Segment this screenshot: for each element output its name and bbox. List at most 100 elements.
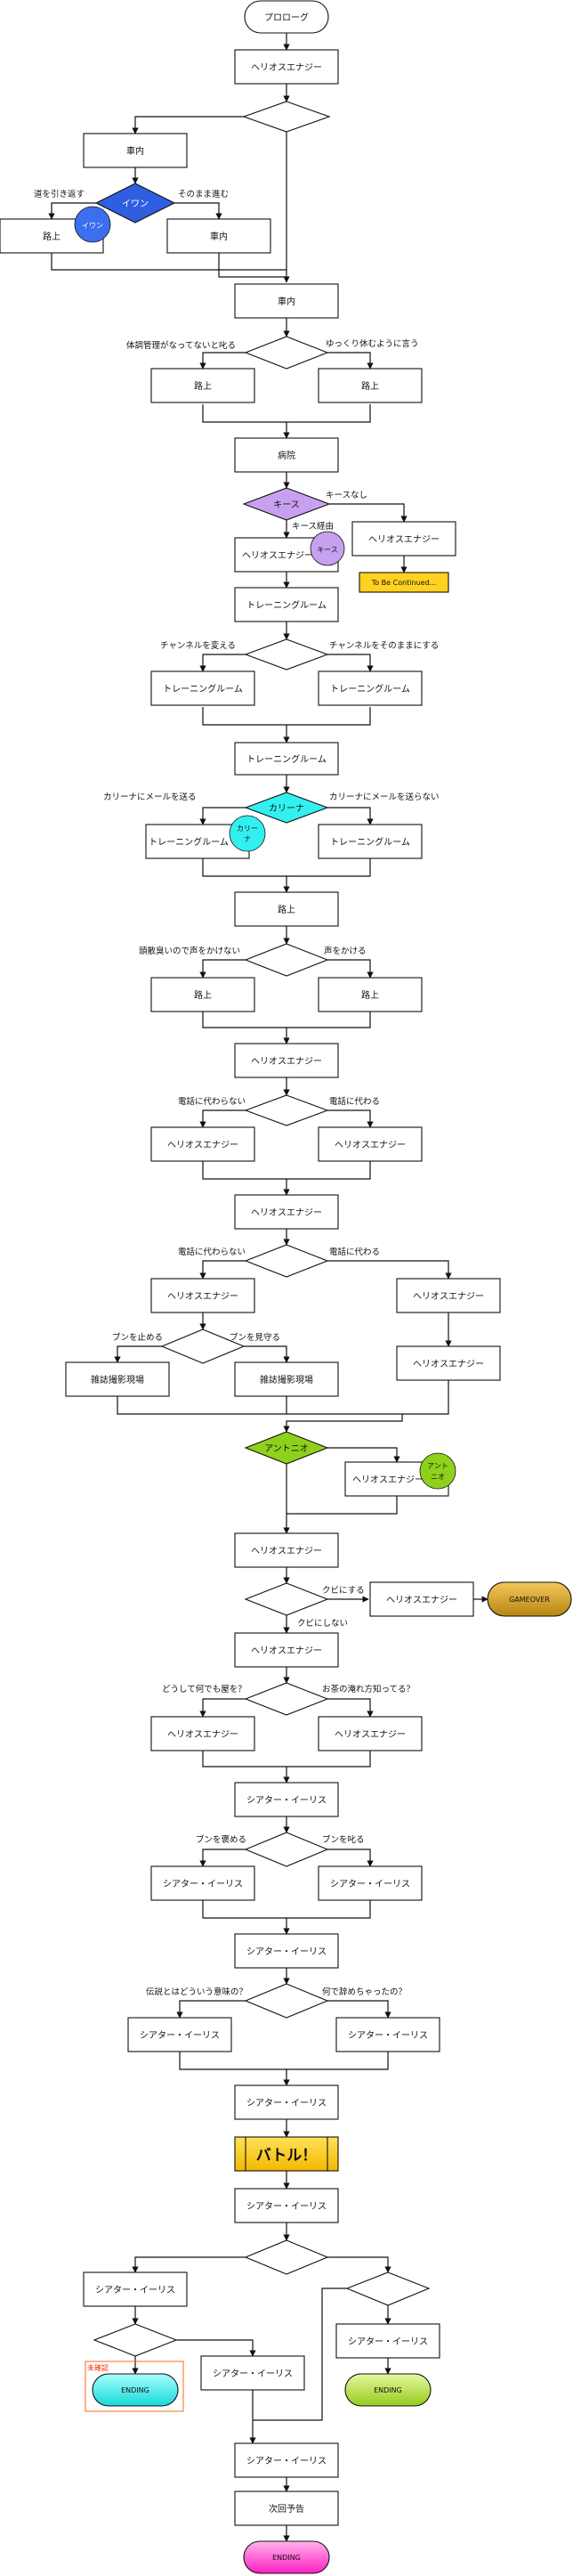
helios-nokiss-node <box>351 521 456 557</box>
decision-legend <box>244 1983 329 2019</box>
helios-label-8a: ヘリオスエナジー <box>167 1729 238 1740</box>
theater-label-4a: シアター・イーリス <box>140 2030 220 2041</box>
helios-node-8a <box>150 1716 255 1751</box>
edge-label-kubi-yes: クビにする <box>322 1586 365 1596</box>
helios-node-5a <box>150 1278 255 1313</box>
magazine-node-1 <box>65 1361 170 1397</box>
training-label-2a: トレーニングルーム <box>163 683 243 695</box>
kiss-character-label: キース <box>317 546 338 554</box>
antonio-character-icon <box>419 1452 456 1490</box>
hospital-node <box>234 437 339 473</box>
theater-node-8 <box>200 2355 305 2391</box>
edge-label-phone1-a: 電話に代わらない <box>178 1096 246 1107</box>
helios-label-5c: ヘリオスエナジー <box>413 1359 484 1369</box>
edge-label-karina-b: カリーナにメールを送らない <box>329 792 440 802</box>
prologue-node <box>244 0 329 34</box>
theater-label-5: シアター・イーリス <box>246 2098 327 2109</box>
helios-node-7 <box>234 1632 339 1668</box>
ending-final-label: ENDING <box>272 2554 301 2562</box>
road-node-b <box>318 368 423 403</box>
decision-boon <box>160 1329 246 1364</box>
iwan-character-icon <box>74 206 111 243</box>
theater-node-2b <box>318 1865 423 1901</box>
decision-voice <box>244 943 329 977</box>
karina-character-label-2: ナ <box>244 835 251 843</box>
theater-label-4b: シアター・イーリス <box>348 2030 428 2041</box>
car-label-2: 車内 <box>210 231 228 242</box>
helios-node-5c <box>396 1345 501 1381</box>
helios-node-8b <box>318 1716 423 1751</box>
decision-phone-1 <box>244 1094 329 1126</box>
ending-final-node <box>243 2540 330 2574</box>
theater-label-8: シアター・イーリス <box>213 2369 293 2379</box>
decision-phone-2 <box>244 1244 329 1278</box>
edge-label-phone2-a: 電話に代わらない <box>178 1247 246 1257</box>
road-label-a: 路上 <box>194 380 212 392</box>
decision-iwan <box>94 183 176 223</box>
edge-label-channel-b: チャンネルをそのままにする <box>329 641 439 651</box>
edge-label-praise-a: ブンを褒める <box>196 1834 246 1845</box>
helios-node-3b <box>318 1126 423 1162</box>
theater-label-9: シアター・イーリス <box>246 2456 327 2466</box>
road-label-b: 路上 <box>361 380 379 392</box>
continued-label: To Be Continued... <box>371 579 437 587</box>
edge-label-voice-a: 頭散臭いので声をかけない <box>139 946 240 956</box>
car-node-3 <box>234 283 339 319</box>
preview-node <box>234 2491 339 2526</box>
edge-label-voice-b: 声をかける <box>324 946 367 956</box>
ending-node-a <box>92 2373 179 2407</box>
antonio-character-label-1: アント <box>427 1462 448 1470</box>
karina-character-label-1: カリー <box>237 825 258 833</box>
edge-label-legend-b: 何で辞めちゃったの？ <box>322 1987 407 1997</box>
decision-kiss <box>242 487 331 521</box>
training-label-4b: トレーニングルーム <box>330 836 410 848</box>
decision-tea <box>244 1682 329 1716</box>
edge-label-phone2-b: 電話に代わる <box>329 1247 380 1257</box>
edge-label-channel-a: チャンネルを変える <box>160 640 236 651</box>
continued-node <box>359 572 449 593</box>
unverified-frame <box>85 2361 184 2412</box>
edge-label-kubi-no: クビにしない <box>297 1619 348 1629</box>
road-label-2b: 路上 <box>361 989 379 1001</box>
ending-label-a: ENDING <box>121 2386 149 2394</box>
iwan-character-label: イワン <box>82 222 103 230</box>
edge-label-karina-a: カリーナにメールを送る <box>103 792 197 802</box>
theater-label-6: シアター・イーリス <box>246 2201 327 2212</box>
preview-label: 次回予告 <box>269 2503 304 2515</box>
training-node-3 <box>234 742 339 776</box>
battle-label: バトル！ <box>256 2147 318 2165</box>
edge-label-iwan-yes: 道を引き返す <box>34 189 85 199</box>
theater-node-4b <box>335 2017 440 2052</box>
edge-label-health-b: ゆっくり休むように言う <box>326 338 419 349</box>
theater-node-6 <box>234 2188 339 2223</box>
road-node-2b <box>318 977 423 1012</box>
hospital-label: 病院 <box>278 450 295 461</box>
decision-praise <box>244 1832 329 1867</box>
karina-decision-label: カリーナ <box>269 803 304 814</box>
helios-antonio-label: ヘリオスエナジー <box>352 1475 424 1485</box>
kiss-decision-label: キース <box>273 500 300 510</box>
road-node-a <box>150 368 255 403</box>
kiss-character-icon <box>310 531 345 566</box>
edge-label-tea-a: どうして何でも屋を？ <box>162 1684 246 1694</box>
training-label-4a: トレーニングルーム <box>149 836 229 848</box>
road-node-1 <box>234 891 339 927</box>
road-label-2a: 路上 <box>194 989 212 1001</box>
edge-label-health-a: 体調管理がなってないと叱る <box>126 340 236 351</box>
theater-label-7b: シアター・イーリス <box>348 2336 428 2347</box>
car-node-2 <box>166 218 271 254</box>
edge-label-kiss-via: キース経由 <box>292 521 334 532</box>
road-label-1: 路上 <box>278 904 295 915</box>
edge-label-boon-a: ブンを止める <box>112 1332 163 1343</box>
helios-label-1: ヘリオスエナジー <box>251 62 322 73</box>
decision-final-3 <box>93 2323 178 2357</box>
gameover-label: GAMEOVER <box>509 1596 550 1604</box>
edge-label-phone1-b: 電話に代わる <box>329 1096 380 1107</box>
unverified-label: 未確認 <box>87 2363 109 2372</box>
karina-character-icon <box>229 815 266 852</box>
theater-node-1 <box>234 1782 339 1817</box>
decision-final-1 <box>244 2239 329 2275</box>
road-iwan-label: 路上 <box>43 231 61 242</box>
gameover-node <box>487 1581 572 1617</box>
